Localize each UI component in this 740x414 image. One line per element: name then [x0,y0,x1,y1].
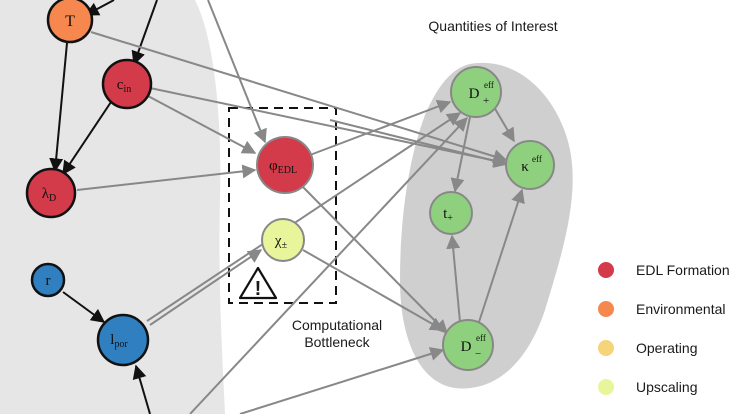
svg-text:Environmental: Environmental [636,301,726,317]
edge-cin-kappa [149,87,508,168]
svg-text:φEDL: φEDL [269,158,297,176]
edge-lpor-dplus [146,112,462,322]
edge-chi-dminus [302,249,445,331]
node-kappa-eff: κ eff [505,140,555,190]
edge-dplus-tplus [450,116,471,193]
edges [49,0,525,414]
edge-dminus-kappa [478,188,525,323]
edge-top-cin [131,0,158,66]
node-d-plus-eff: D eff + [450,66,502,118]
svg-text:D: D [461,339,472,355]
svg-text:eff: eff [484,80,494,90]
edge-bottom-lpor [132,364,151,414]
svg-text:!: ! [255,278,262,300]
warning-icon: ! [238,266,278,300]
input-parameters-region [0,0,225,414]
edge-phi-dminus [301,185,448,334]
edge-t-lambda [49,42,68,173]
svg-text:+: + [483,95,489,107]
node-lambda-d: λD [25,167,77,219]
svg-text:Upscaling: Upscaling [636,379,697,395]
svg-text:r: r [46,273,51,289]
svg-text:Operating: Operating [636,340,697,356]
node-l-por: lpor [96,313,150,367]
node-r: r [30,262,66,298]
svg-text:t+: t+ [443,206,453,224]
svg-text:χ±: χ± [274,233,288,251]
edge-t-kappa [90,31,508,163]
legend-item-environmental: Environmental [598,301,726,317]
edge-r-lpor [62,291,106,323]
computational-bottleneck-box [228,107,337,304]
svg-text:eff: eff [476,333,486,343]
svg-text:EDL Formation: EDL Formation [636,262,730,278]
edge-lpor-chi [149,249,263,326]
node-phi-edl: φEDL [256,136,314,194]
edge-top-phi [207,0,267,144]
edge-dplus-kappa [493,106,515,143]
edge-bottom-dminus [239,347,445,414]
legend-item-upscaling: Upscaling [598,379,697,395]
svg-text:lpor: lpor [110,332,128,350]
legend-item-edl-formation: EDL Formation [598,262,730,278]
node-d-minus-eff: D eff − [442,319,494,371]
svg-text:−: − [475,348,481,360]
edge-cin-lambda [62,101,112,176]
node-chi: χ± [261,218,305,262]
legend: EDL Formation Environmental Operating Up… [598,262,730,395]
svg-text:T: T [65,13,75,30]
legend-item-operating: Operating [598,340,697,356]
svg-text:eff: eff [532,154,542,164]
edge-phi-dplus [309,99,452,156]
edge-bottom-dplus [189,116,468,414]
svg-text:D: D [469,86,480,102]
svg-text:cin: cin [117,77,131,95]
edge-dminus-tplus [446,234,461,323]
bottleneck-label-line1: Computational [292,317,382,333]
edge-lambda-phi [76,164,257,191]
svg-text:λD: λD [42,186,57,204]
edge-mid-kappa [329,119,509,168]
node-t: T [46,0,94,44]
bottleneck-label-line2: Bottleneck [304,334,370,350]
svg-text:κ: κ [521,159,529,175]
node-t-plus: t+ [429,191,473,235]
edge-cin-phi [147,95,257,154]
quantities-of-interest-title: Quantities of Interest [428,18,557,34]
node-cin: cin [101,58,153,110]
